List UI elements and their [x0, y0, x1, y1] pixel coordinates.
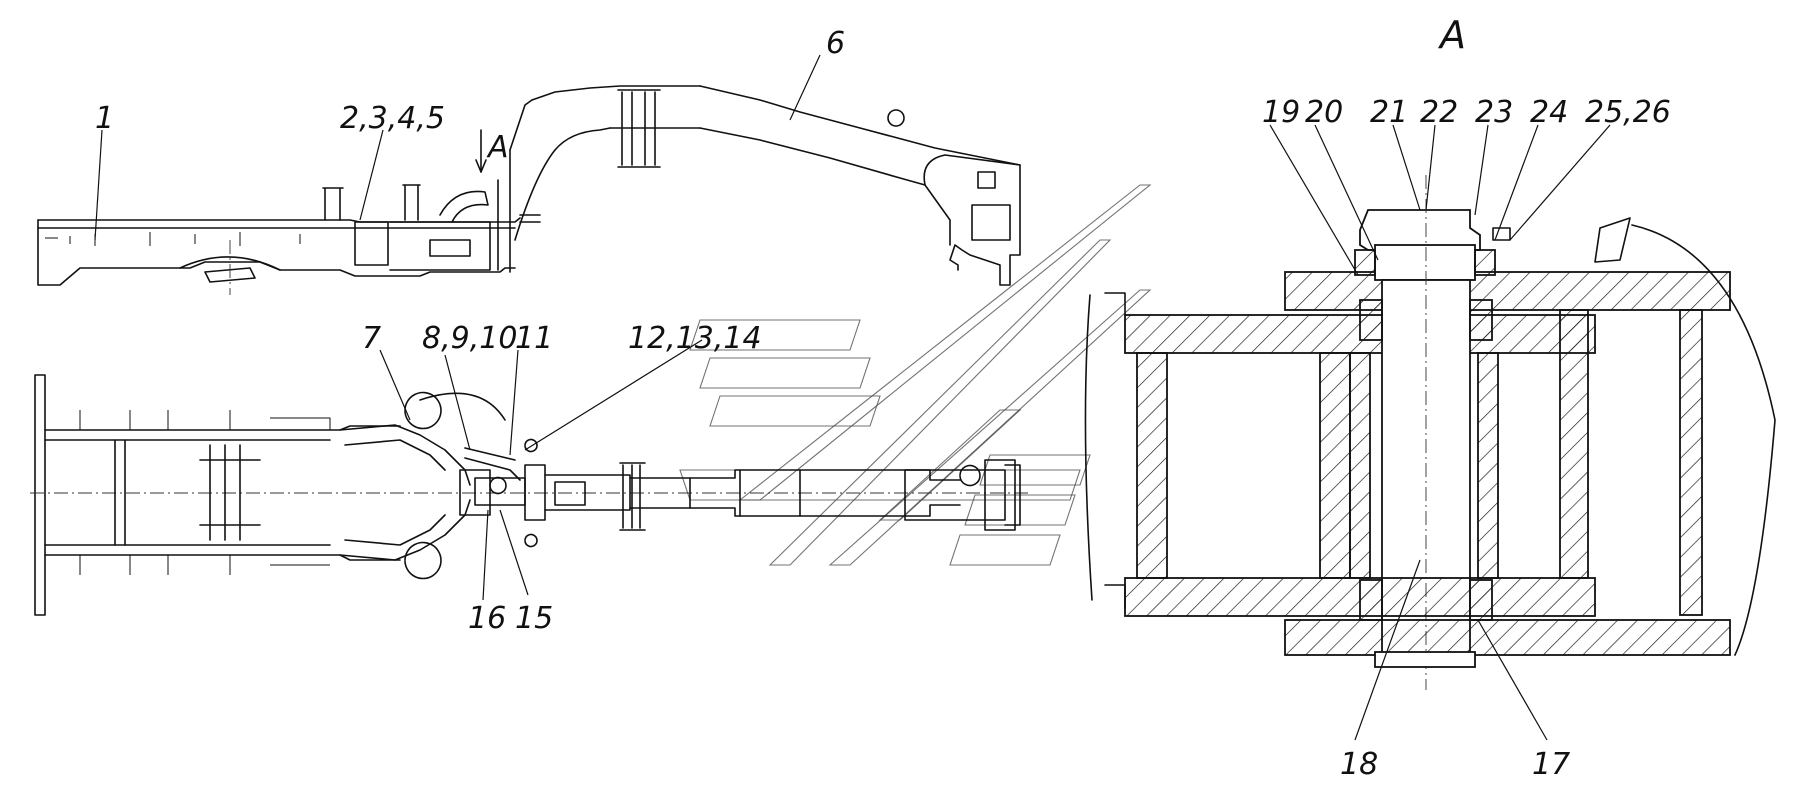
section-view-a — [1084, 175, 1776, 690]
callout-8-9-10: 8,9,10 — [422, 321, 517, 356]
callout-25-26: 25,26 — [1585, 95, 1671, 130]
callout-23: 23 — [1475, 95, 1513, 130]
callout-22: 22 — [1420, 95, 1458, 130]
view-label-a: A — [1437, 13, 1466, 57]
callout-21: 21 — [1370, 95, 1408, 130]
leader-lines — [94, 54, 1611, 741]
callout-7: 7 — [362, 321, 381, 356]
callout-labels: A A 1 2,3,4,5 6 7 8,9,10 11 12,13,14 15 … — [95, 13, 1671, 782]
callout-1: 1 — [95, 101, 114, 136]
callout-12-13-14: 12,13,14 — [628, 321, 762, 356]
callout-18: 18 — [1340, 747, 1378, 782]
callout-2-3-4-5: 2,3,4,5 — [340, 101, 445, 136]
callout-20: 20 — [1305, 95, 1343, 130]
callout-15: 15 — [515, 601, 553, 636]
callout-19: 19 — [1262, 95, 1300, 130]
plan-view-frame — [30, 374, 1030, 616]
watermark-logo — [679, 184, 1152, 566]
callout-17: 17 — [1532, 747, 1570, 782]
callout-11: 11 — [515, 321, 553, 356]
section-marker-a: A — [486, 130, 509, 165]
callout-6: 6 — [826, 26, 845, 61]
callout-16: 16 — [468, 601, 506, 636]
side-view-frame — [37, 85, 1021, 295]
callout-24: 24 — [1530, 95, 1568, 130]
